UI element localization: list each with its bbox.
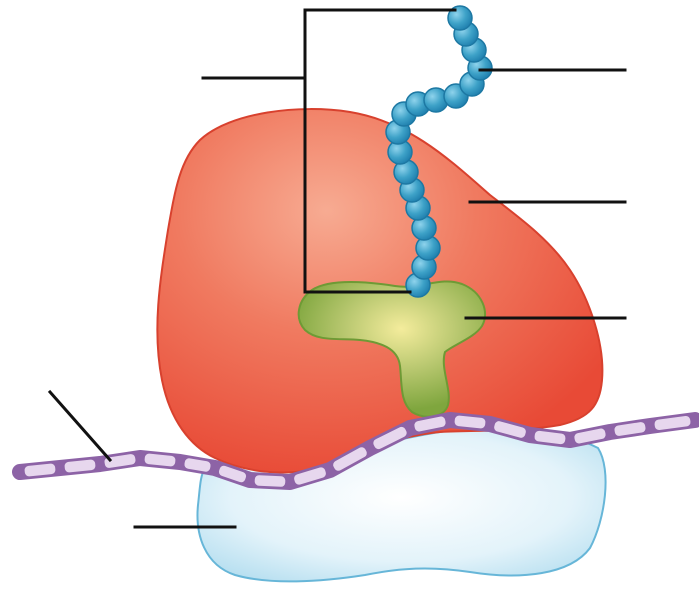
leader-line-mrna [50,392,110,460]
mrna-codon-segment [453,414,486,429]
mrna-codon-segment [143,452,176,467]
mrna-codon-segment [63,458,96,473]
mrna-codon-segment [254,474,287,488]
mrna-codon-segment [23,462,56,477]
mrna-codon-segment [573,427,608,445]
